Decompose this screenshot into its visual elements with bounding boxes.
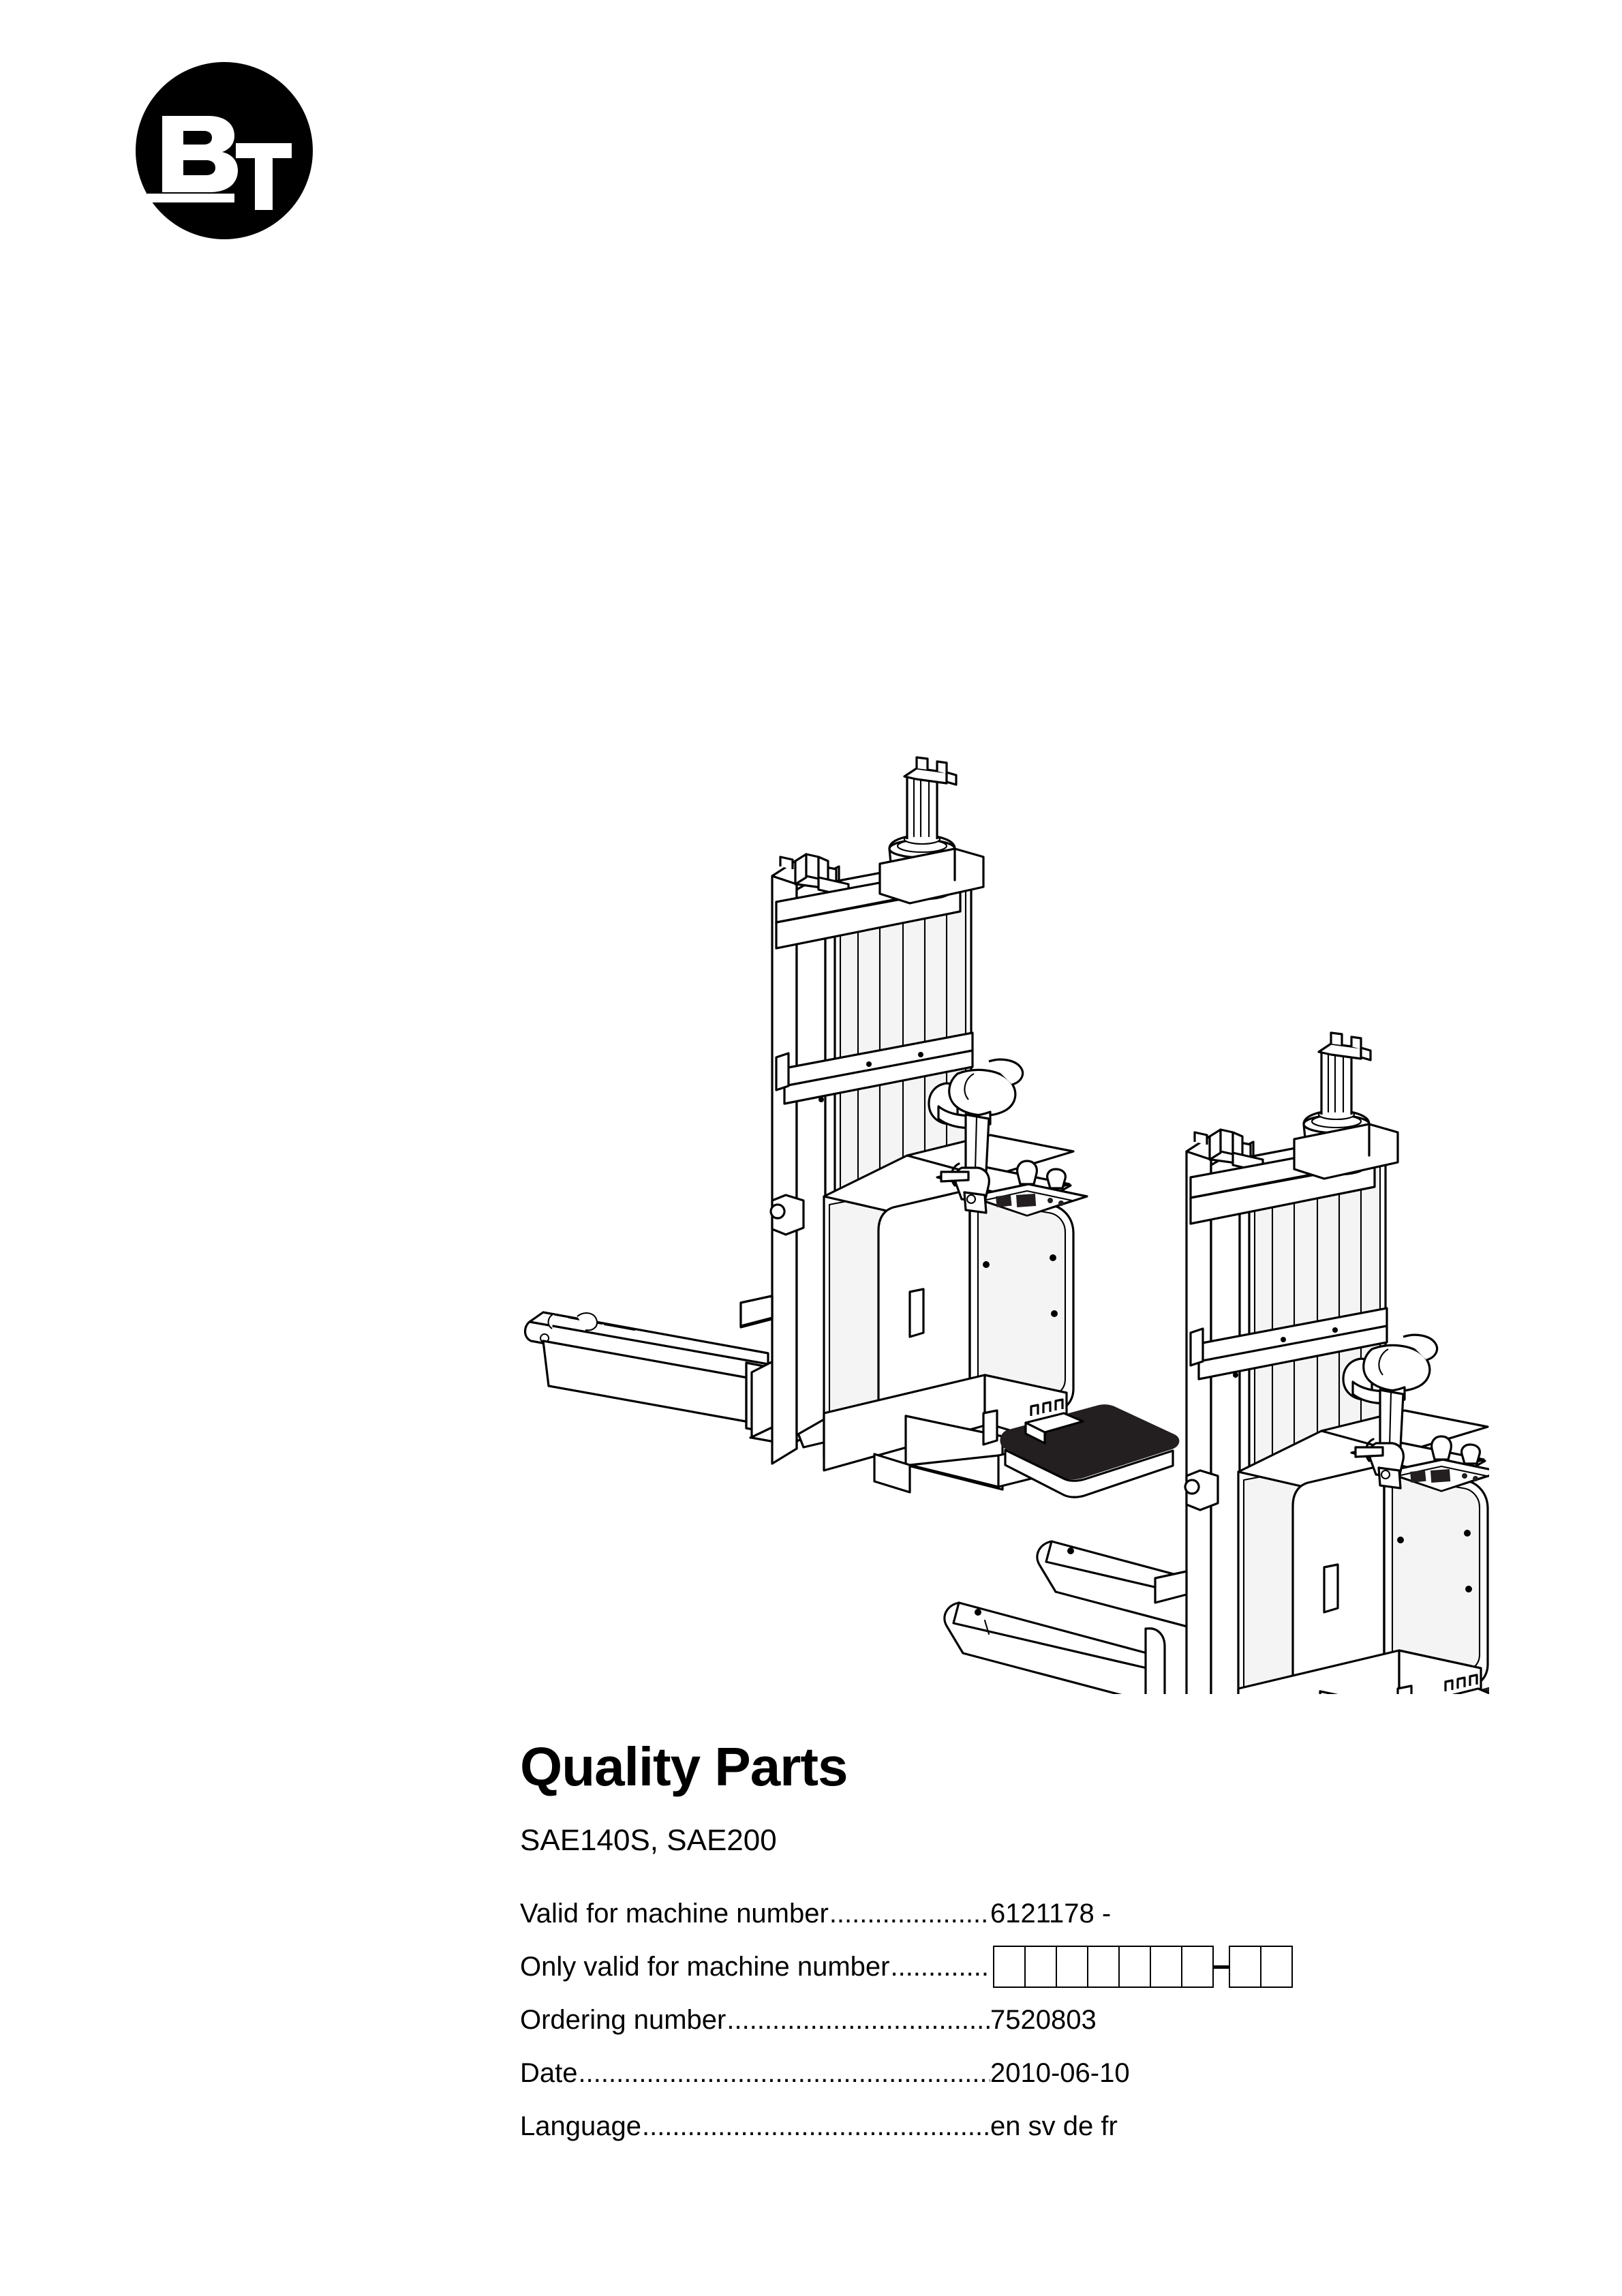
table-row: Valid for machine number 6121178 - xyxy=(520,1887,1508,1940)
spec-value-machine-number-boxes xyxy=(990,1940,1508,1993)
stacker-rear xyxy=(523,756,1180,1498)
machine-number-box[interactable] xyxy=(993,1946,1026,1988)
page-title: Quality Parts xyxy=(520,1736,848,1797)
machine-number-box-group-suffix xyxy=(1229,1946,1293,1988)
title-block: Quality Parts SAE140S, SAE200 xyxy=(520,1740,1488,1856)
machine-number-box[interactable] xyxy=(1056,1946,1088,1988)
spec-label-language: Language xyxy=(520,2111,641,2141)
rear-control-panel xyxy=(968,1183,1088,1217)
table-row: Language en sv de fr xyxy=(520,2100,1508,2153)
table-row: Ordering number 7520803 xyxy=(520,1993,1508,2046)
dot-leader xyxy=(829,1900,990,1927)
spec-label-only-valid-for-machine-number: Only valid for machine number xyxy=(520,1952,890,1982)
front-control-panel xyxy=(1383,1458,1489,1492)
rear-tiller-head xyxy=(928,1058,1024,1214)
spec-value-language: en sv de fr xyxy=(990,2111,1118,2141)
machine-number-box[interactable] xyxy=(1229,1946,1261,1988)
front-operator-platform xyxy=(1396,1674,1489,1694)
specification-table: Valid for machine number 6121178 - Only … xyxy=(520,1887,1508,2153)
machine-number-box-group-primary xyxy=(993,1946,1214,1988)
model-designation: SAE140S, SAE200 xyxy=(520,1824,777,1857)
front-tiller-head xyxy=(1342,1333,1439,1490)
dot-leader xyxy=(890,1953,990,1980)
dot-leader xyxy=(642,2113,990,2140)
front-lift-cylinder xyxy=(1293,1031,1399,1180)
machine-number-box[interactable] xyxy=(1087,1946,1120,1988)
table-row: Date 2010-06-10 xyxy=(520,2046,1508,2100)
logo-letter-b xyxy=(162,116,238,192)
spec-value-date: 2010-06-10 xyxy=(990,2058,1130,2088)
spec-label-cell: Valid for machine number xyxy=(520,1887,990,1940)
spec-label-cell: Language xyxy=(520,2100,990,2153)
bt-logo xyxy=(134,60,315,241)
machine-number-dash-separator xyxy=(1214,1965,1229,1969)
dot-leader xyxy=(579,2059,991,2087)
rear-lift-cylinder xyxy=(878,756,985,905)
spec-value-ordering-number: 7520803 xyxy=(990,2005,1097,2035)
spec-label-date: Date xyxy=(520,2058,578,2088)
logo-letter-t xyxy=(236,143,292,210)
machine-number-box[interactable] xyxy=(1024,1946,1057,1988)
spec-label-ordering-number: Ordering number xyxy=(520,2005,726,2035)
logo-underline-bar xyxy=(147,194,234,202)
machine-number-box[interactable] xyxy=(1118,1946,1151,1988)
machine-number-box[interactable] xyxy=(1181,1946,1214,1988)
table-row: Only valid for machine number xyxy=(520,1940,1508,1993)
stacker-front xyxy=(943,1031,1489,1694)
spec-label-valid-for-machine-number: Valid for machine number xyxy=(520,1899,829,1929)
machine-number-entry-boxes[interactable] xyxy=(993,1946,1508,1988)
pallet-stacker-truck-illustration: .ln { fill:none; stroke:#000; stroke-wid… xyxy=(501,719,1489,1694)
machine-number-box[interactable] xyxy=(1150,1946,1182,1988)
rear-operator-platform xyxy=(982,1398,1180,1498)
spec-label-cell: Date xyxy=(520,2046,990,2100)
spec-label-cell: Ordering number xyxy=(520,1993,990,2046)
dot-leader xyxy=(726,2006,990,2034)
machine-number-box[interactable] xyxy=(1260,1946,1293,1988)
front-chassis xyxy=(1237,1409,1489,1694)
spec-value-valid-for-machine-number: 6121178 - xyxy=(990,1899,1112,1929)
spec-label-cell: Only valid for machine number xyxy=(520,1940,990,1993)
